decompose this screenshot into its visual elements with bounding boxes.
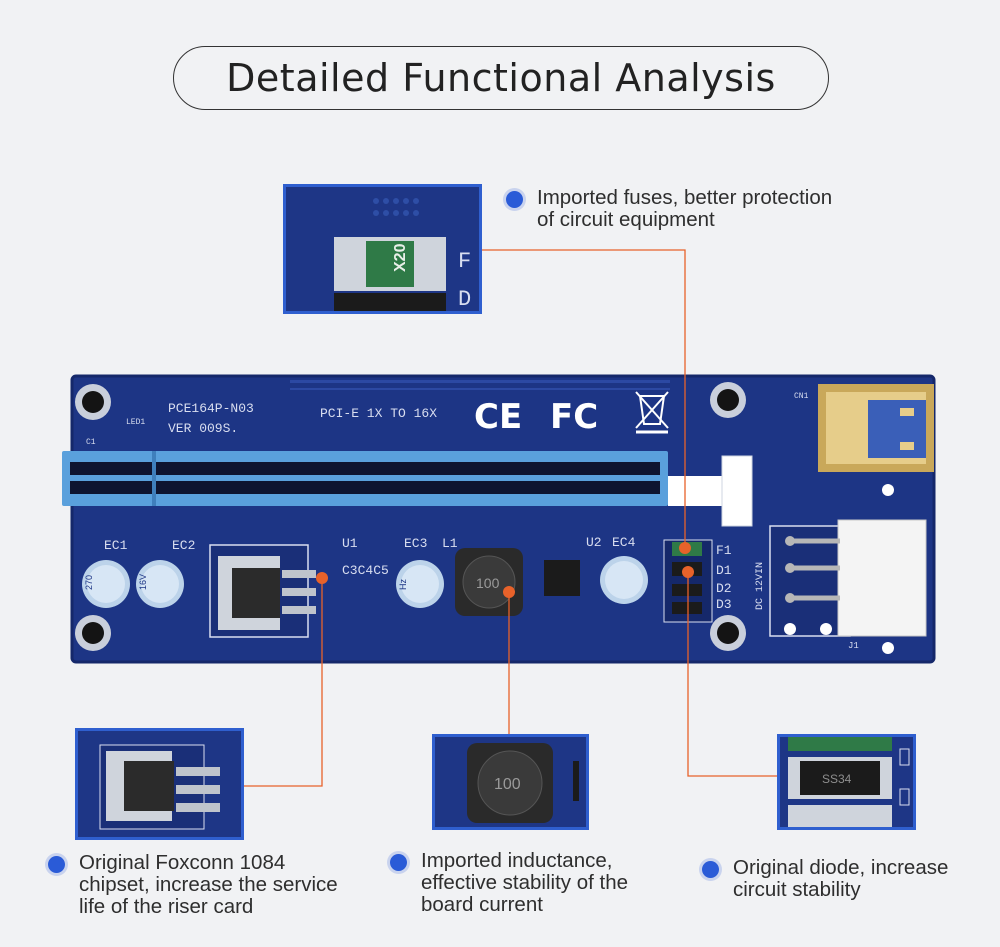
bullet-dot-icon [48, 856, 65, 873]
inductor-value: 100 [476, 575, 500, 591]
ec4-label: EC4 [612, 535, 636, 550]
diode-leader-line [687, 572, 778, 777]
dc-label: DC 12VIN [755, 562, 766, 610]
fuse-leader-line [480, 249, 686, 545]
fuse-marker [679, 542, 691, 554]
ec1-label: EC1 [104, 538, 128, 553]
l1-label: L1 [442, 536, 458, 551]
u1-label: U1 [342, 536, 358, 551]
bullet-dot-icon [506, 191, 523, 208]
svg-text:Hz: Hz [398, 579, 408, 590]
fuse-callout-line1: Imported fuses, better protection [537, 186, 833, 209]
capacitor-ec1: 270 [82, 560, 130, 608]
fuse-closeup-thumb: X20 F D [283, 184, 482, 314]
fc-mark: FC [550, 397, 598, 437]
title-pill: Detailed Functional Analysis [173, 46, 829, 110]
svg-text:16V: 16V [138, 574, 148, 590]
chipset-closeup-thumb [75, 728, 244, 840]
c345-label: C3C4C5 [342, 563, 389, 578]
chipset-callout-line2: chipset, increase the service [79, 873, 338, 896]
chipset-callout-line1: Original Foxconn 1084 [79, 851, 286, 874]
version-text: VER 009S. [168, 421, 238, 436]
chipset-callout-line3: life of the riser card [79, 895, 254, 918]
model-text: PCE164P-N03 [168, 401, 254, 416]
page-title: Detailed Functional Analysis [226, 56, 776, 100]
chip-u2 [544, 560, 580, 596]
d2-label: D2 [716, 581, 732, 596]
c1-text: C1 [86, 438, 96, 447]
diode-closeup-thumb: SS34 [777, 734, 916, 830]
cn1-label: CN1 [794, 392, 809, 401]
inductance-callout-line1: Imported inductance, [421, 849, 613, 872]
pcie-x16-slot [62, 451, 753, 527]
leader-markers [316, 542, 694, 598]
capacitor-ec2: 16V [136, 560, 184, 608]
diode-callout: Original diode, increase circuit stabili… [702, 857, 948, 901]
svg-text:270: 270 [84, 575, 94, 590]
svg-text:D: D [458, 287, 471, 311]
inductor-closeup-thumb: 100 [432, 734, 589, 830]
inductance-callout: Imported inductance, effective stability… [390, 850, 628, 916]
u2-label: U2 [586, 535, 602, 550]
ce-mark: CE [474, 397, 522, 437]
chipset-leader-line [242, 580, 323, 787]
capacitor-ec4 [600, 556, 648, 604]
led-text: LED1 [126, 418, 145, 427]
bullet-dot-icon [390, 854, 407, 871]
inductance-marker [503, 586, 515, 598]
capacitor-ec3: Hz [396, 560, 444, 608]
chipset-marker [316, 572, 328, 584]
chipset-callout: Original Foxconn 1084 chipset, increase … [48, 852, 338, 918]
j1-label: J1 [848, 641, 859, 651]
inductance-callout-line3: board current [421, 893, 543, 916]
inductor-thumb-value: 100 [494, 776, 521, 793]
pcb-texture [290, 380, 670, 390]
fuse-marking: X20 [392, 243, 409, 272]
interface-text: PCI-E 1X TO 16X [320, 406, 437, 421]
fuse-callout-line2: of circuit equipment [537, 208, 715, 231]
fuse-callout: Imported fuses, better protection of cir… [506, 187, 832, 231]
ec3-label: EC3 [404, 536, 427, 551]
svg-text:F: F [458, 249, 471, 274]
capacitors: 270 16V Hz [82, 556, 648, 608]
d3-label: D3 [716, 597, 732, 612]
f1-label: F1 [716, 543, 732, 558]
diode-callout-line2: circuit stability [733, 878, 861, 901]
inductance-callout-line2: effective stability of the [421, 871, 629, 894]
usb-port [818, 384, 934, 472]
diode-callout-line1: Original diode, increase [733, 856, 949, 879]
ec2-label: EC2 [172, 538, 195, 553]
power-connector: DC 12VIN [755, 484, 927, 654]
leader-lines [242, 249, 778, 787]
diode-marking: SS34 [822, 772, 852, 786]
diode-marker [682, 566, 694, 578]
chipset-u1 [209, 544, 316, 638]
inductor-l1: 100 [455, 548, 523, 616]
bullet-dot-icon [702, 861, 719, 878]
weee-bin-icon [635, 391, 669, 434]
d1-label: D1 [716, 563, 732, 578]
mount-holes [75, 382, 746, 651]
